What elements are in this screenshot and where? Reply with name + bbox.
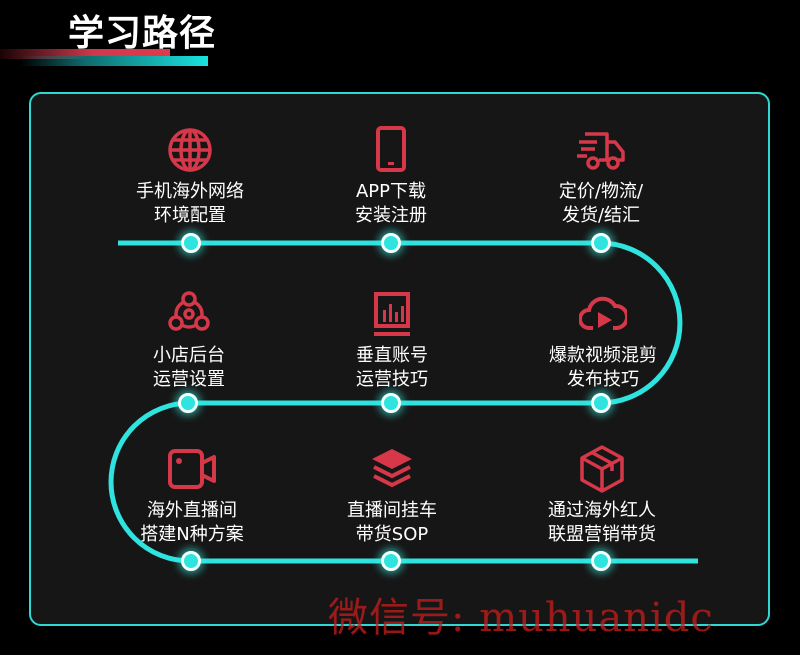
step-dot <box>591 233 611 253</box>
title-underline-red <box>0 49 170 59</box>
step-label: 爆款视频混剪 发布技巧 <box>549 345 657 390</box>
step-dot <box>178 393 198 413</box>
step-dot <box>591 551 611 571</box>
page-title: 学习路径 <box>68 13 217 54</box>
step-node: 定价/物流/ 发货/结汇 <box>501 126 701 228</box>
step-label: 直播间挂车 带货SOP <box>347 500 437 545</box>
step-label: 小店后台 运营设置 <box>153 345 225 390</box>
watermark-text: 微信号: muhuanidc <box>328 595 714 641</box>
bar-chart-board-icon <box>374 292 410 336</box>
section-header: 学习路径 <box>0 0 300 80</box>
layers-stack-icon <box>372 449 412 488</box>
network-nodes-icon <box>168 291 210 331</box>
globe-icon <box>168 128 212 172</box>
step-label: 手机海外网络 环境配置 <box>136 181 244 226</box>
step-label: 定价/物流/ 发货/结汇 <box>558 181 644 226</box>
step-node: 直播间挂车 带货SOP <box>292 445 492 547</box>
title-underline-cyan <box>20 56 208 66</box>
package-box-icon <box>580 445 624 493</box>
step-node: 小店后台 运营设置 <box>89 290 289 392</box>
step-label: 垂直账号 运营技巧 <box>356 345 428 390</box>
step-label: APP下载 安装注册 <box>355 181 427 226</box>
delivery-truck-icon <box>577 132 625 170</box>
step-node: 海外直播间 搭建N种方案 <box>92 445 292 547</box>
step-label: 海外直播间 搭建N种方案 <box>140 500 244 545</box>
step-node: 手机海外网络 环境配置 <box>90 126 290 228</box>
step-node: 通过海外红人 联盟营销带货 <box>502 445 702 547</box>
smartphone-icon <box>376 126 406 172</box>
cloud-play-icon <box>579 296 627 330</box>
step-dot <box>381 551 401 571</box>
step-dot <box>181 233 201 253</box>
step-dot <box>381 393 401 413</box>
step-node: 垂直账号 运营技巧 <box>292 290 492 392</box>
step-node: APP下载 安装注册 <box>291 126 491 228</box>
step-label: 通过海外红人 联盟营销带货 <box>548 500 656 545</box>
learning-path-panel <box>29 92 770 626</box>
video-camera-icon <box>168 449 216 489</box>
step-node: 爆款视频混剪 发布技巧 <box>503 290 703 392</box>
step-dot <box>591 393 611 413</box>
step-dot <box>181 551 201 571</box>
step-dot <box>381 233 401 253</box>
